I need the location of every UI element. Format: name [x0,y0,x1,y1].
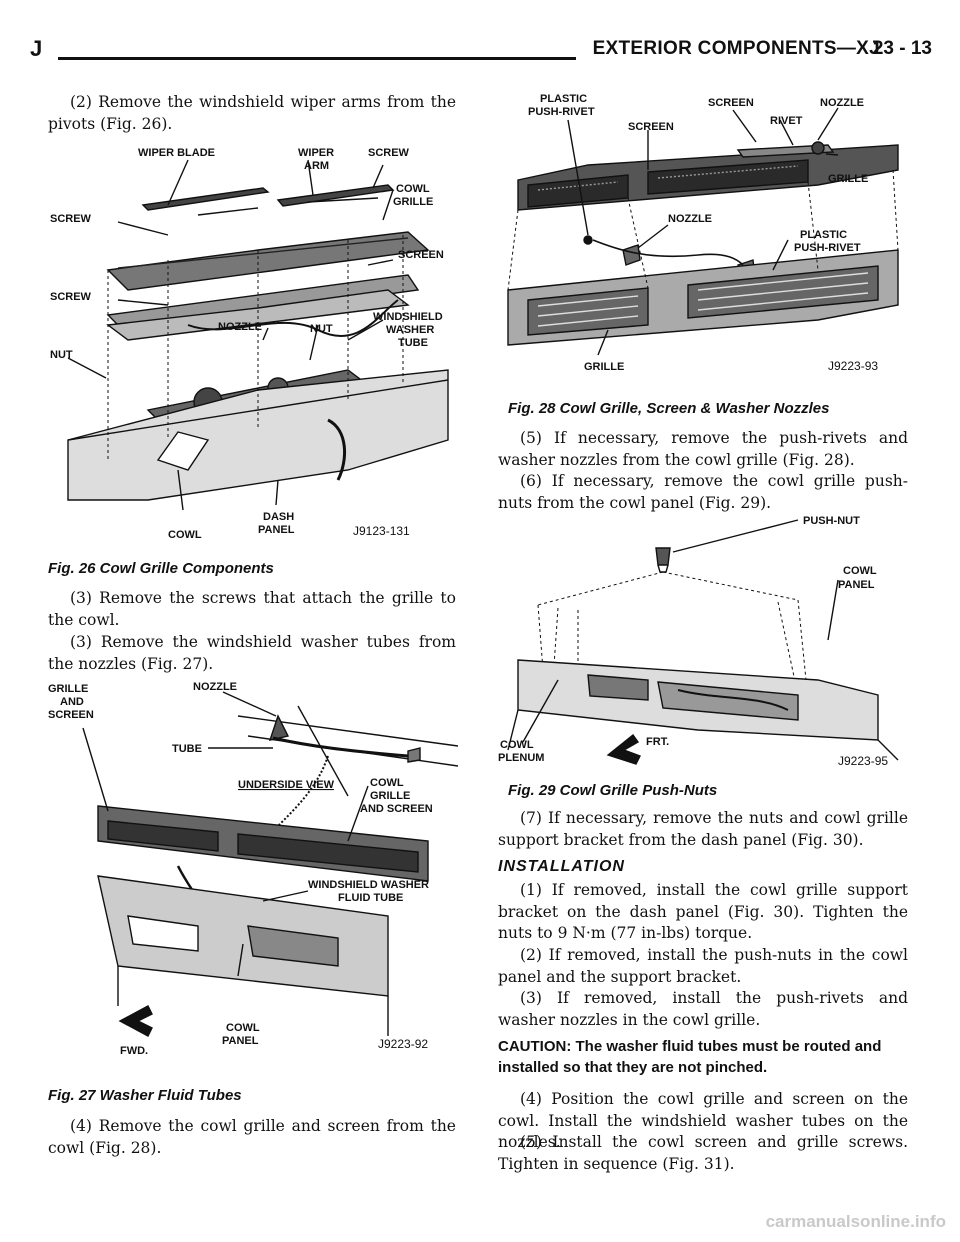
fig28-label-nozzle: NOZZLE [668,213,712,225]
fig27-label-and: AND [60,696,84,708]
fig28-label-plastic-2: PLASTIC [800,229,847,241]
fig27-label-panel: PANEL [222,1035,259,1047]
fig27-code: J9223-92 [378,1037,428,1051]
fig26-label-nut-mid: NUT [310,323,333,335]
caution-note: CAUTION: The washer fluid tubes must be … [498,1038,882,1076]
step-4-remove-grille: (4) Remove the cowl grille and screen fr… [48,1117,456,1157]
figure-26-cowl-grille-components: WIPER BLADE WIPER ARM SCREW COWL GRILLE … [48,140,458,552]
step-6-remove-push-nuts: (6) If necessary, remove the cowl grille… [498,472,908,512]
fig27-label-grille: GRILLE [48,683,88,695]
fig26-label-screw-left: SCREW [50,213,92,225]
fig28-label-plastic: PLASTIC [540,93,587,105]
fig28-label-push-rivet-2: PUSH-RIVET [794,242,861,254]
installation-heading: INSTALLATION [498,858,625,875]
fig26-label-tube: TUBE [398,337,428,349]
fig28-label-push-rivet: PUSH-RIVET [528,106,595,118]
fig29-label-cowl-2: COWL [500,739,534,751]
fig26-label-nut-left: NUT [50,349,73,361]
step-7-remove-nuts-bracket: (7) If necessary, remove the nuts and co… [498,809,908,849]
fig26-label-screw-top: SCREW [368,147,410,159]
fig26-label-nozzle: NOZZLE [218,321,262,333]
fig29-label-panel: PANEL [838,579,875,591]
install-step-5: (5) Install the cowl screen and grille s… [498,1133,908,1173]
fig29-label-cowl: COWL [843,565,877,577]
fig26-label-windshield: WINDSHIELD [373,311,443,323]
fig26-label-screen: SCREEN [398,249,444,261]
fig29-label-frt: FRT. [646,736,669,748]
fig28-label-grille-bottom: GRILLE [584,361,624,373]
header-rule [58,57,576,60]
fig27-label-tube: TUBE [172,743,202,755]
fig28-label-screen-2: SCREEN [708,97,754,109]
fig26-label-dash: DASH [263,511,294,523]
page-number: 23 - 13 [872,38,932,59]
fig26-label-cowl-bottom: COWL [168,529,202,541]
fig26-label-screw-mid: SCREW [50,291,92,303]
header-section-letter: J [30,36,43,61]
fig26-code: J9123-131 [353,524,410,538]
fig27-label-windshield-washer: WINDSHIELD WASHER [308,879,429,891]
fig27-label-and-screen: AND SCREEN [360,803,433,815]
install-step-3: (3) If removed, install the push-rivets … [498,989,908,1029]
fig-28-caption: Fig. 28 Cowl Grille, Screen & Washer Noz… [508,400,830,417]
fig-26-caption: Fig. 26 Cowl Grille Components [48,560,274,577]
fig27-label-cowl-bottom: COWL [226,1022,260,1034]
fig27-label-grille-2: GRILLE [370,790,410,802]
step-3-remove-screws: (3) Remove the screws that attach the gr… [48,589,456,629]
step-5-remove-push-rivets: (5) If necessary, remove the push-rivets… [498,429,908,469]
figure-28-cowl-grille-screen-nozzles: PLASTIC PUSH-RIVET SCREEN SCREEN NOZZLE … [498,90,910,385]
step-2-remove-wiper-arms: (2) Remove the windshield wiper arms fro… [48,93,456,133]
fig26-label-wiper-blade: WIPER BLADE [138,147,215,159]
figure-27-washer-fluid-tubes: GRILLE AND SCREEN NOZZLE TUBE UNDERSIDE … [48,676,458,1076]
install-step-1: (1) If removed, install the cowl grille … [498,881,908,942]
fig29-code: J9223-95 [838,754,888,768]
fig27-label-underside-view: UNDERSIDE VIEW [238,779,335,791]
fig28-label-rivet: RIVET [770,115,803,127]
fig26-label-wiper: WIPER [298,147,334,159]
fig-27-caption: Fig. 27 Washer Fluid Tubes [48,1087,242,1104]
fig29-label-push-nut: PUSH-NUT [803,515,860,527]
fig26-label-arm: ARM [304,160,329,172]
install-step-4: (4) Position the cowl grille and screen … [498,1090,908,1151]
fig27-label-cowl: COWL [370,777,404,789]
fig26-label-cowl: COWL [396,183,430,195]
fig26-label-washer: WASHER [386,324,434,336]
fig28-label-nozzle-top: NOZZLE [820,97,864,109]
fig27-label-fluid-tube: FLUID TUBE [338,892,403,904]
fig27-label-nozzle: NOZZLE [193,681,237,693]
fig29-label-plenum: PLENUM [498,752,544,764]
fig26-label-panel: PANEL [258,524,295,536]
fig27-label-screen: SCREEN [48,709,94,721]
fig26-label-grille: GRILLE [393,196,433,208]
watermark: carmanualsonline.info [765,1212,946,1231]
install-step-2: (2) If removed, install the push-nuts in… [498,946,908,986]
step-3-remove-washer-tubes: (3) Remove the windshield washer tubes f… [48,633,456,673]
figure-29-cowl-grille-push-nuts: PUSH-NUT COWL PANEL COWL PLENUM FRT. J92… [498,510,910,772]
fig27-label-fwd: FWD. [120,1045,148,1057]
fig28-code: J9223-93 [828,359,878,373]
fig28-label-screen-1: SCREEN [628,121,674,133]
header-title: EXTERIOR COMPONENTS—XJ [592,38,880,59]
fig-29-caption: Fig. 29 Cowl Grille Push-Nuts [508,782,718,799]
fig28-label-grille-top: GRILLE [828,173,868,185]
